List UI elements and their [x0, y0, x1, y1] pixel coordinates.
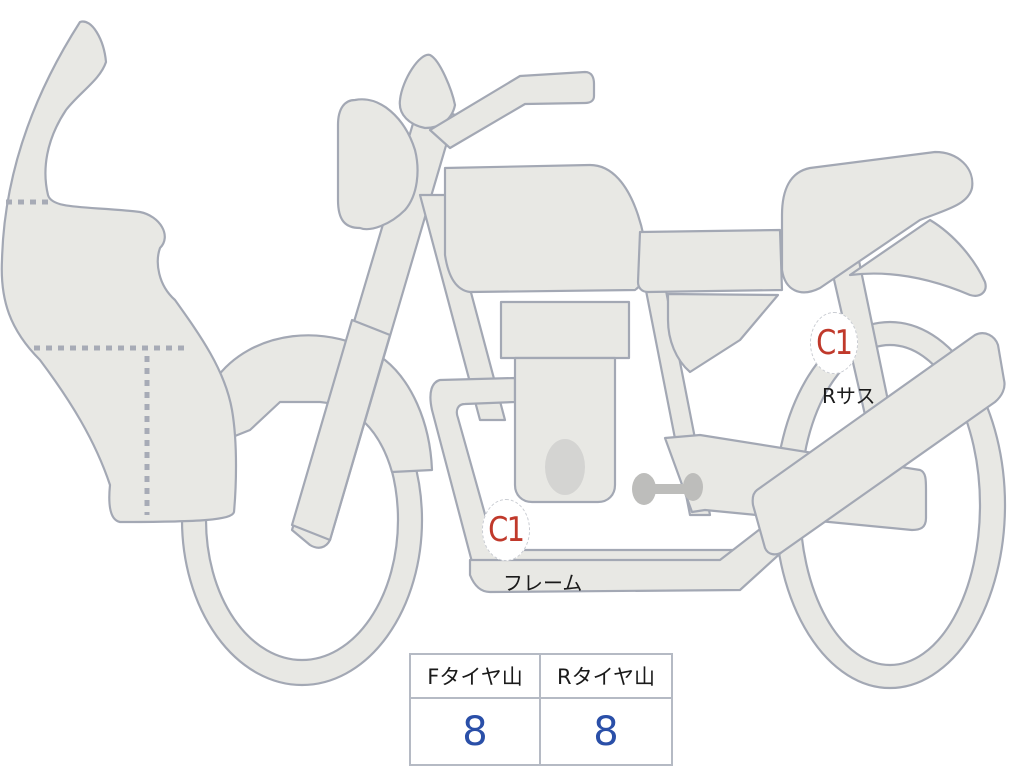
fuel-tank [443, 163, 647, 294]
handlebar [428, 70, 596, 150]
rear-cowl [848, 218, 987, 297]
footpeg [632, 473, 703, 505]
condition-code: C1 [816, 323, 853, 363]
front-tire-value: 8 [411, 699, 541, 764]
rear-tire-header: Rタイヤ山 [541, 655, 671, 699]
front-fairing [0, 20, 238, 524]
condition-marker-rear-suspension: C1 [810, 312, 858, 374]
condition-marker-frame: C1 [482, 499, 530, 561]
engine-block [513, 356, 617, 504]
rear-tire-value: 8 [593, 708, 619, 755]
headlight [336, 98, 419, 231]
frame-down-tube [418, 193, 507, 422]
muffler [751, 332, 1006, 556]
engine-cover [545, 439, 585, 495]
side-panel-lower [666, 292, 780, 374]
marker-label-frame: フレーム [503, 571, 583, 595]
condition-code: C1 [488, 510, 525, 550]
mirror [398, 53, 457, 130]
tire-tread-table: Fタイヤ山 Rタイヤ山 8 8 [409, 653, 673, 766]
marker-label-rear-suspension: Rサス [822, 384, 876, 408]
engine-head [499, 300, 631, 360]
seat [780, 150, 974, 294]
side-cover [636, 228, 784, 294]
front-tire-header: Fタイヤ山 [411, 655, 541, 699]
fork-lower [290, 318, 392, 542]
